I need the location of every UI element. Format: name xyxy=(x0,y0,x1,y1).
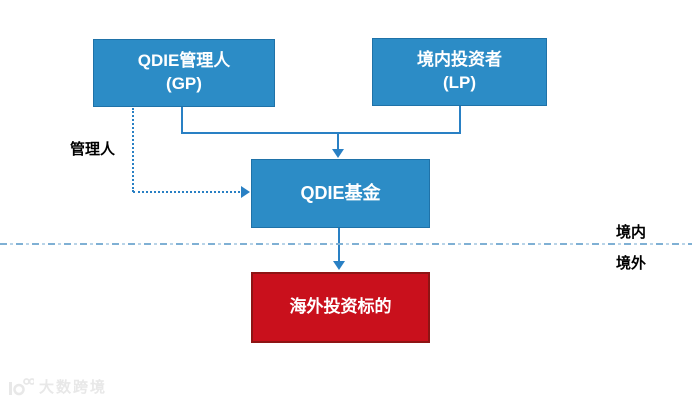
watermark-logo-icon xyxy=(9,377,34,395)
onshore-label: 境内 xyxy=(616,224,647,241)
offshore-label: 境外 xyxy=(616,255,647,272)
connector-fund-to-target-line xyxy=(338,228,340,262)
box-domestic-investor-lp-line1: 境内投资者 xyxy=(417,50,502,70)
connector-merge-bar xyxy=(181,132,461,134)
manager-label: 管理人 xyxy=(70,141,116,158)
box-qdie-fund-label: QDIE基金 xyxy=(300,183,381,204)
connector-lp-drop-line xyxy=(459,106,461,134)
manager-dotted-horizontal-line xyxy=(133,191,240,193)
watermark: 大数跨境 xyxy=(8,376,107,397)
connector-merge-to-fund-line xyxy=(337,132,339,150)
manager-dotted-vertical-line xyxy=(132,108,134,192)
box-qdie-manager-gp-line1: QDIE管理人 xyxy=(137,51,231,71)
box-qdie-manager-gp-line2: (GP) xyxy=(166,74,202,93)
box-overseas-target-label: 海外投资标的 xyxy=(289,297,392,317)
arrow-right-to-fund-icon xyxy=(241,186,250,198)
box-overseas-target: 海外投资标的 xyxy=(251,272,430,343)
box-domestic-investor-lp: 境内投资者 (LP) xyxy=(372,38,547,106)
connector-gp-drop-line xyxy=(181,107,183,134)
box-domestic-investor-lp-line2: (LP) xyxy=(442,73,477,92)
arrow-down-to-target-icon xyxy=(333,261,345,270)
watermark-text: 大数跨境 xyxy=(39,379,108,396)
box-qdie-manager-gp: QDIE管理人 (GP) xyxy=(93,39,275,107)
onshore-offshore-separator-line xyxy=(0,243,692,245)
arrow-down-to-fund-icon xyxy=(332,149,344,158)
box-qdie-fund: QDIE基金 xyxy=(251,159,430,228)
